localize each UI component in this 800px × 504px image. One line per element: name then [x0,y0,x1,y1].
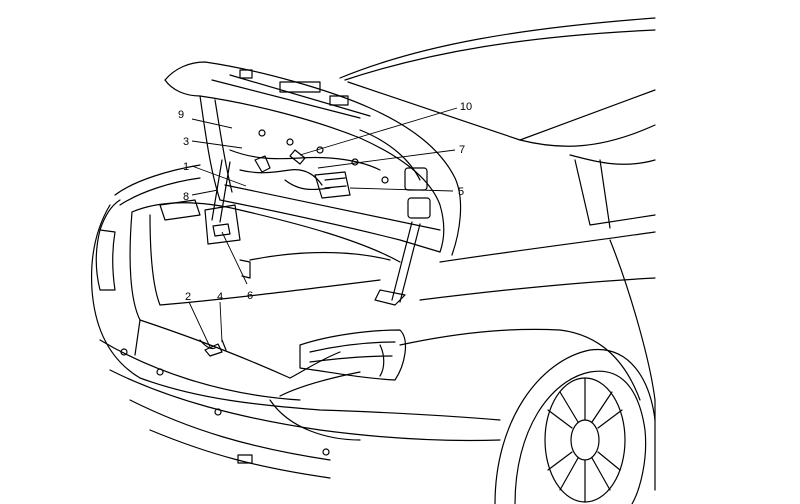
tail-lamp [95,229,407,381]
callout-7: 7 [459,144,465,156]
callout-2: 2 [185,291,191,303]
callout-8: 8 [183,191,189,203]
callout-5: 5 [458,186,464,198]
rear-wheel [494,349,656,504]
lid-wiring-harness [229,129,389,199]
callout-1: 1 [183,161,189,173]
lid-struts [211,159,421,303]
callout-6: 6 [247,290,253,302]
callout-labels: 9 3 1 8 10 7 5 6 2 4 [178,101,472,303]
callout-3: 3 [183,136,189,148]
leader-lines [188,107,458,348]
callout-9: 9 [178,109,184,121]
floor-harness [199,339,227,357]
callout-10: 10 [460,101,472,113]
rear-bumper [91,199,501,479]
trunk-compartment [114,164,401,379]
trunk-lid [164,61,462,256]
callout-4: 4 [217,291,223,303]
car-body-outline [339,17,656,491]
